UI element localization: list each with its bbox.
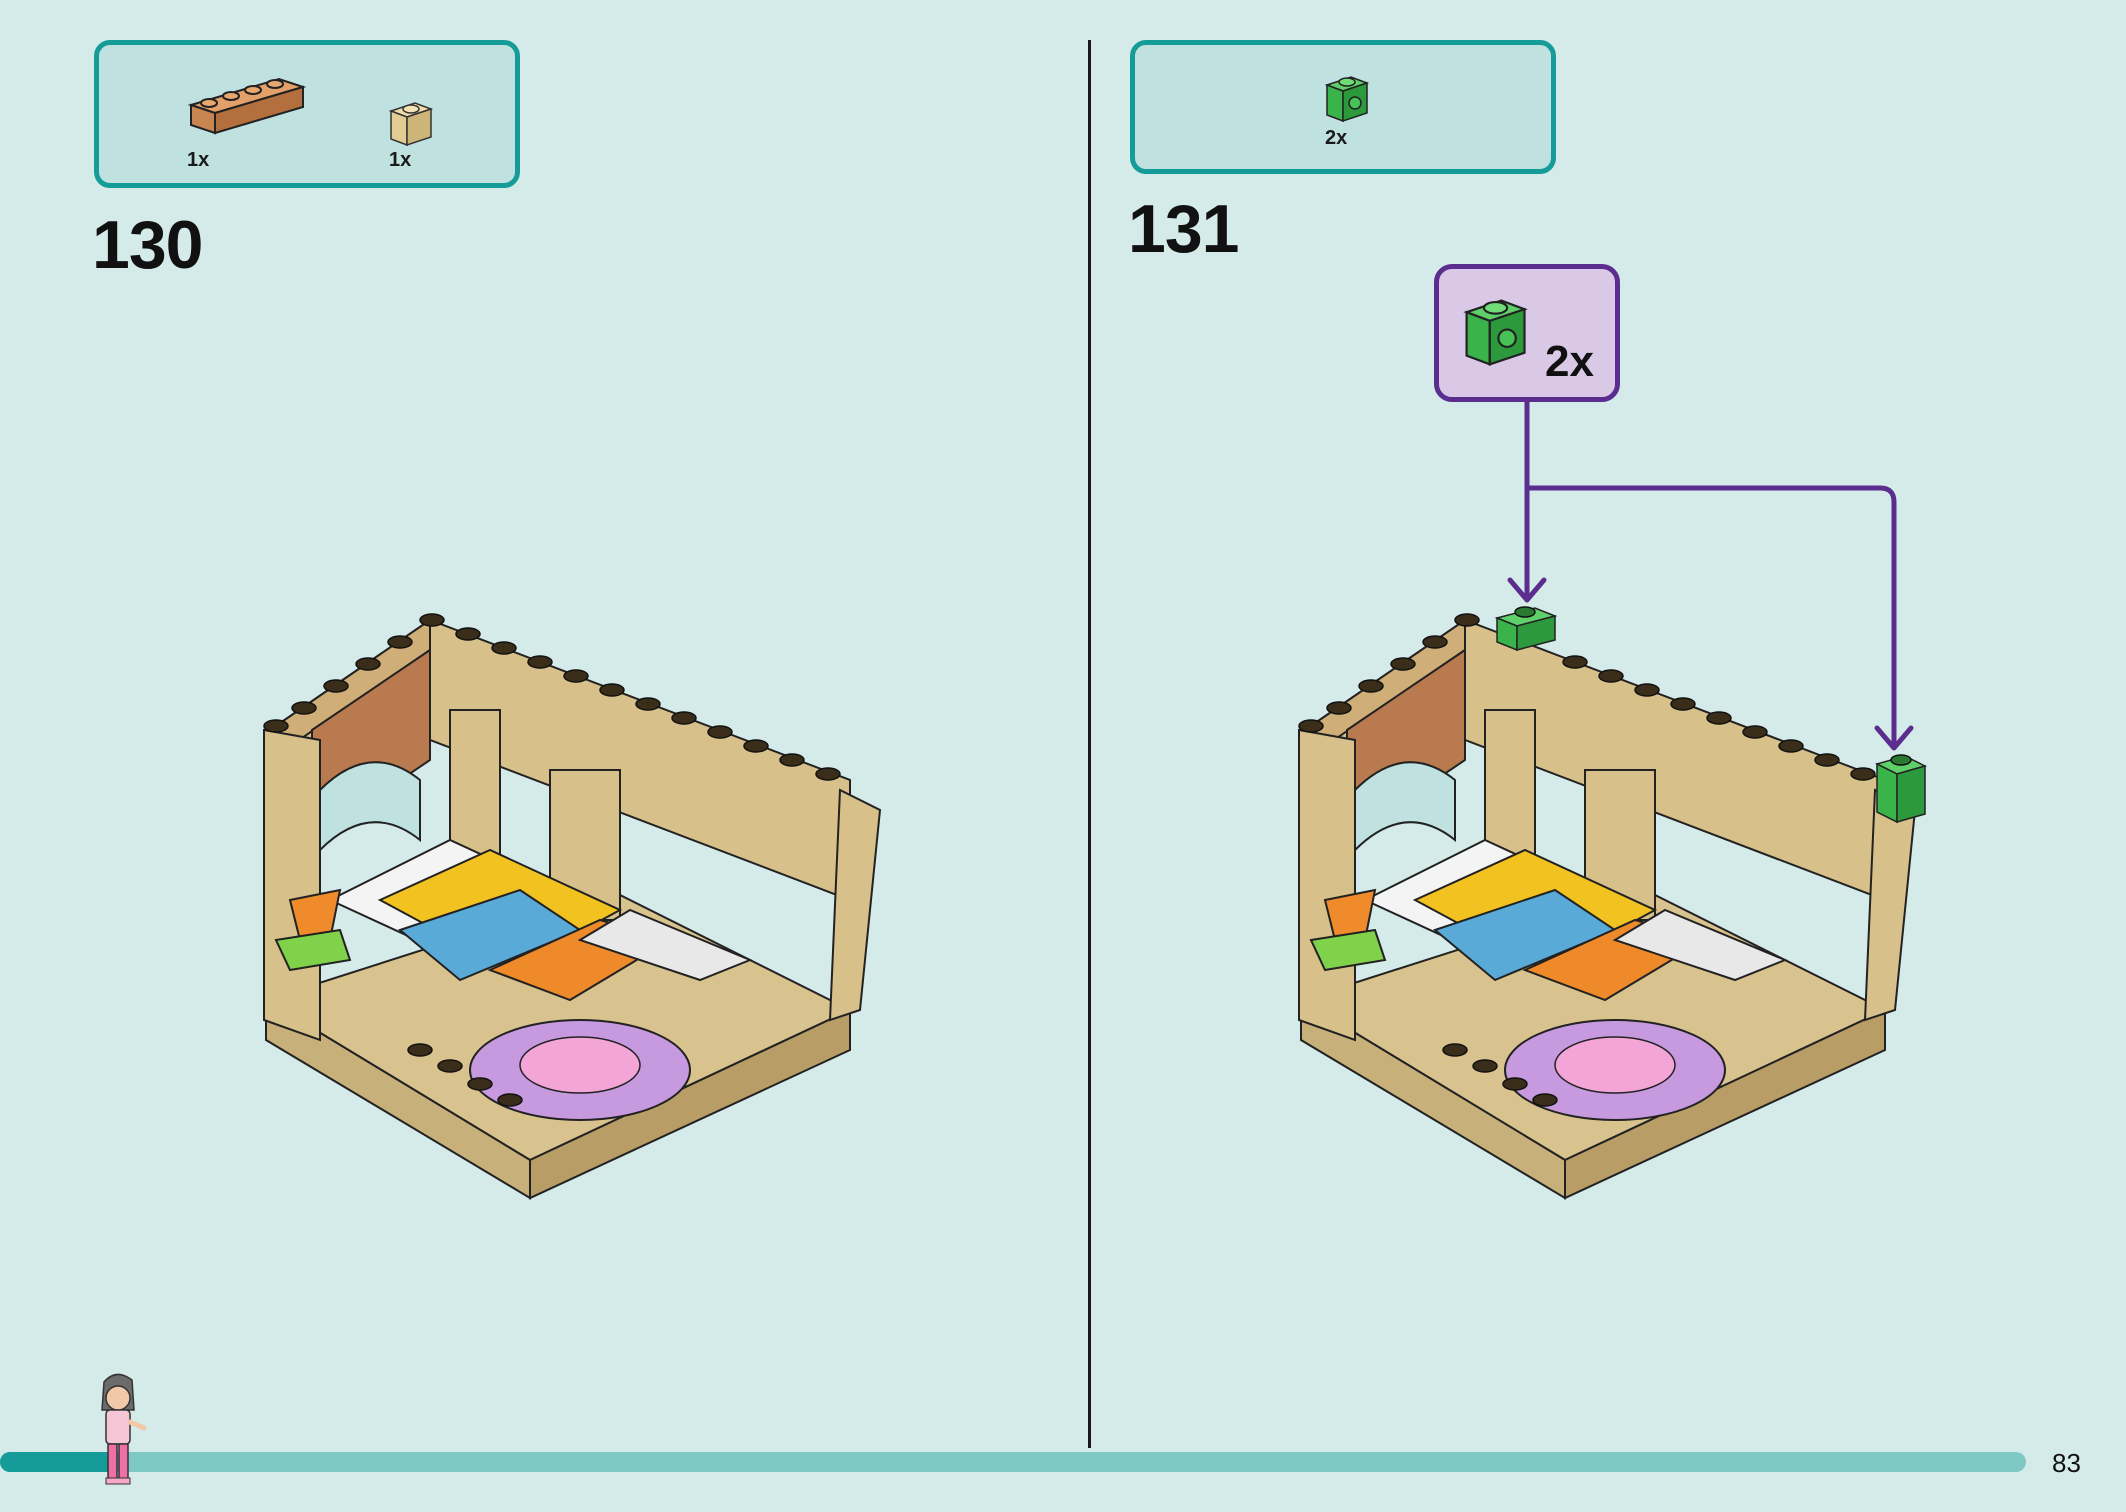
progress-fill xyxy=(0,1452,111,1472)
parts-list-box-130: 1x 1x xyxy=(94,40,520,188)
part-qty-label: 2x xyxy=(1325,127,1348,149)
brick-1x1-green-stud-icon xyxy=(1324,76,1370,123)
page-divider xyxy=(1088,40,1091,1448)
part-qty-label: 1x xyxy=(187,149,210,171)
brick-1x1-tan-icon xyxy=(388,102,434,147)
callout-qty-label: 2x xyxy=(1545,337,1594,386)
build-model-step-131 xyxy=(1298,606,1928,1200)
progress-track xyxy=(0,1452,2026,1472)
step-number-131: 131 xyxy=(1128,191,1239,267)
brick-1x1-green-stud-icon xyxy=(1463,299,1528,366)
build-model-step-130 xyxy=(263,613,882,1200)
page-number: 83 xyxy=(2052,1448,2081,1478)
minifigure-progress-marker-icon xyxy=(101,1373,147,1485)
parts-list-box-131: 2x xyxy=(1130,40,1556,174)
part-qty-label: 1x xyxy=(389,149,412,171)
step-number-130: 130 xyxy=(92,207,203,283)
brick-1x4-nougat-icon xyxy=(187,77,307,135)
sub-assembly-callout: 2x xyxy=(1434,264,1620,402)
